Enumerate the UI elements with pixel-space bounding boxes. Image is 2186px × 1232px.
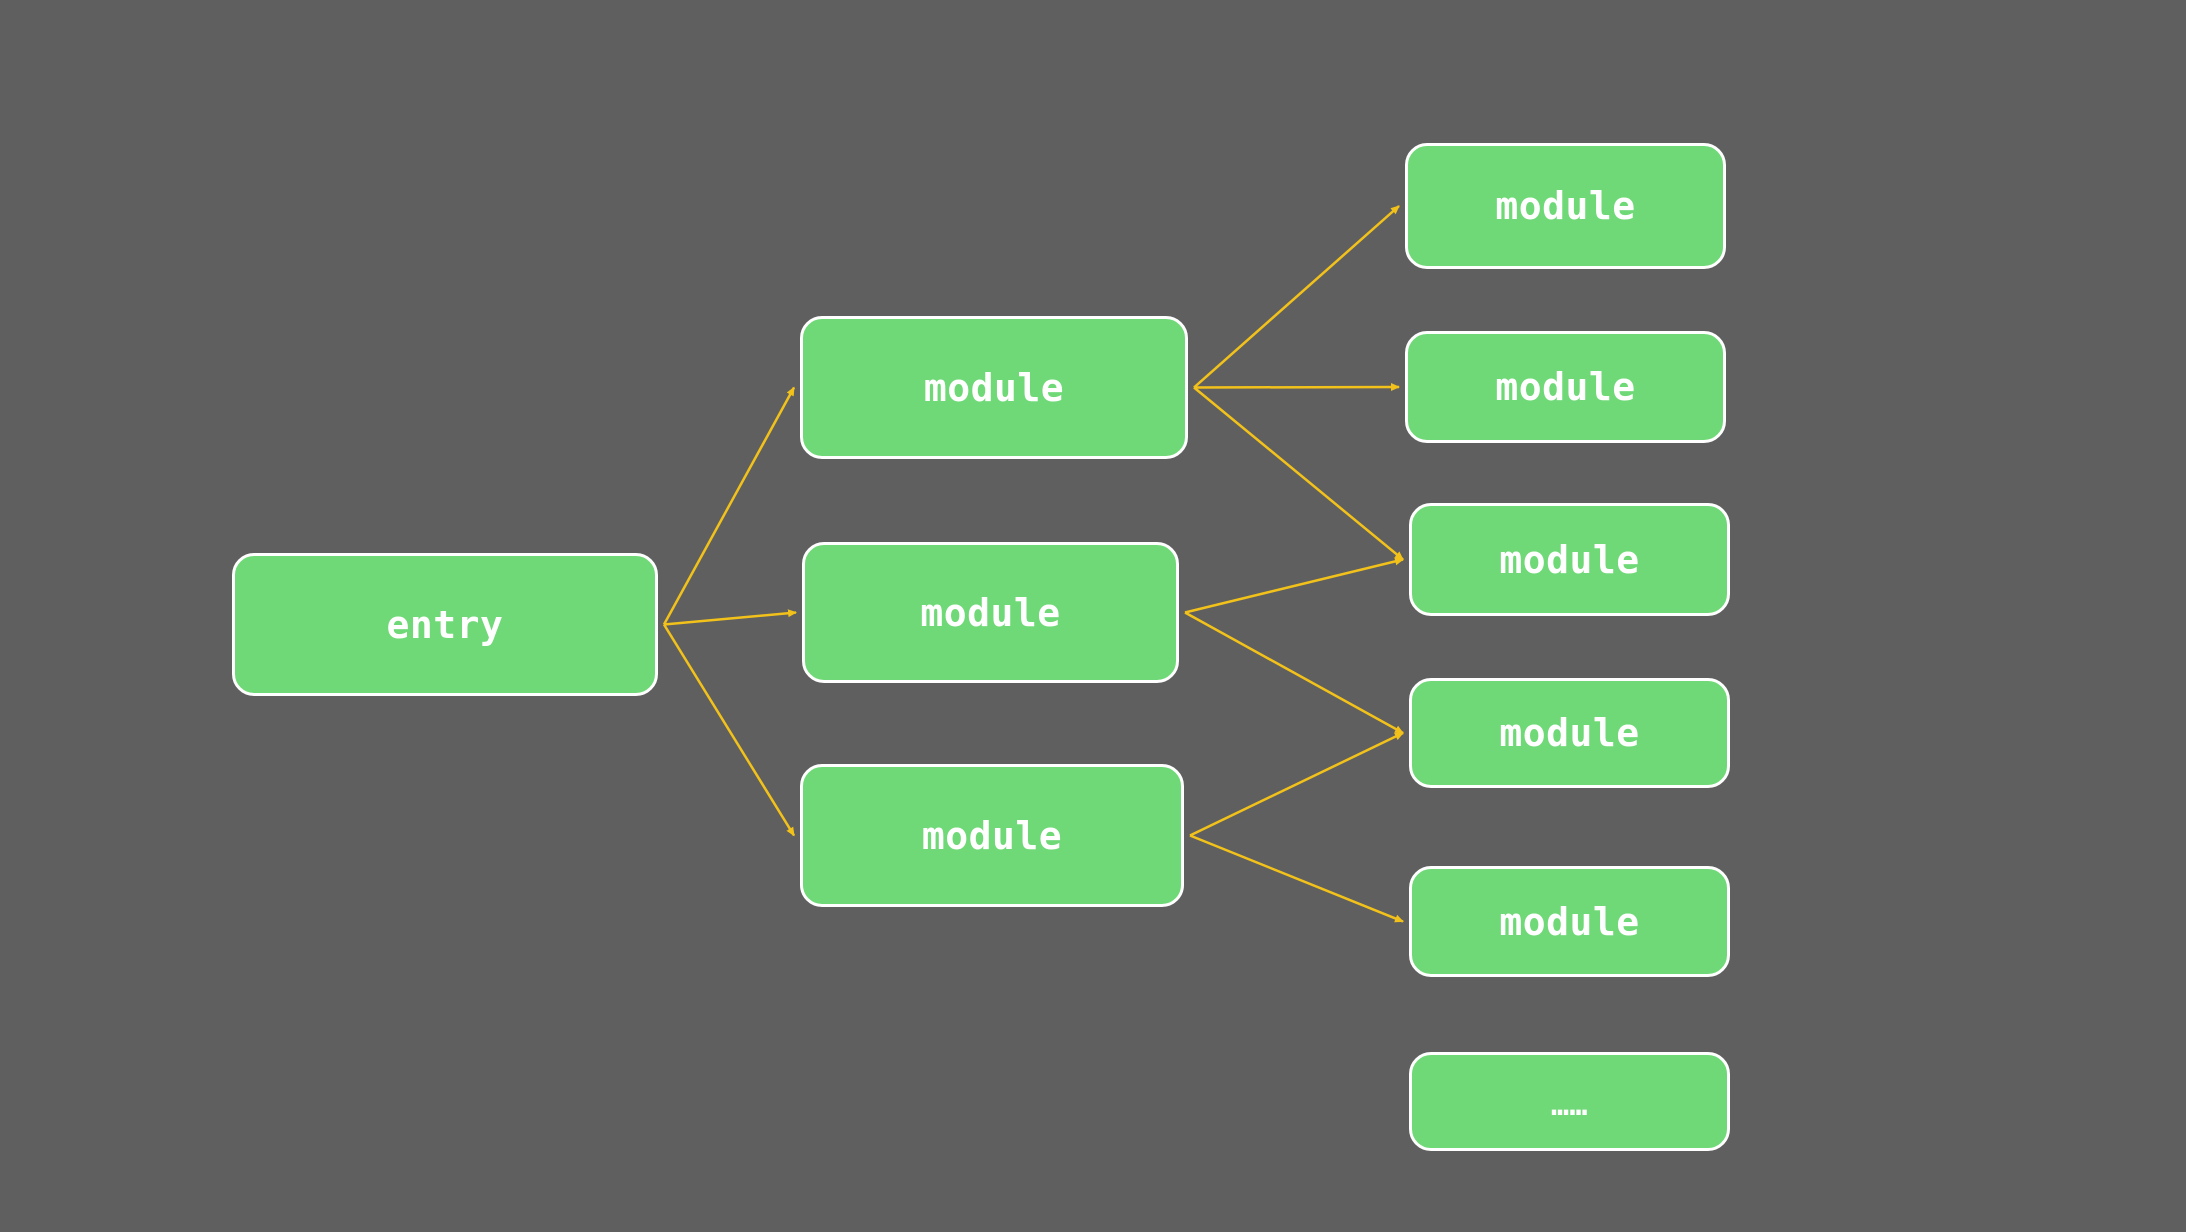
more-modules-label: …… [1550, 1087, 1589, 1123]
module-node-level2-2: module [1405, 331, 1726, 443]
edge-arrow-entry-to-mod_l1_c [662, 623, 796, 837]
module-node-label: module [920, 590, 1061, 635]
module-node-level1-middle: module [802, 542, 1179, 683]
entry-node-label: entry [386, 602, 504, 647]
module-node-label: module [1495, 365, 1636, 409]
entry-node: entry [232, 553, 658, 696]
edge-arrow-mod_l1_b-to-mod_l2_4 [1184, 611, 1404, 735]
edge-arrow-mod_l1_a-to-mod_l2_3 [1193, 386, 1404, 561]
edge-arrow-mod_l1_c-to-mod_l2_4 [1189, 731, 1404, 837]
module-node-level2-5: module [1409, 866, 1730, 977]
module-node-label: module [923, 365, 1065, 410]
edge-arrow-mod_l1_a-to-mod_l2_2 [1193, 383, 1400, 392]
module-node-level1-bottom: module [800, 764, 1184, 907]
edge-arrow-entry-to-mod_l1_a [662, 386, 796, 626]
edge-arrow-mod_l1_b-to-mod_l2_3 [1184, 557, 1404, 614]
module-node-label: module [921, 813, 1063, 858]
module-node-label: module [1499, 537, 1640, 582]
edge-arrow-mod_l1_c-to-mod_l2_5 [1189, 834, 1404, 923]
module-node-label: module [1499, 711, 1640, 755]
module-node-level2-3: module [1409, 503, 1730, 616]
module-node-label: module [1495, 184, 1636, 228]
edge-arrow-mod_l1_a-to-mod_l2_1 [1193, 205, 1400, 389]
module-node-level1-top: module [800, 316, 1188, 459]
module-node-label: module [1499, 899, 1640, 944]
more-modules-node: …… [1409, 1052, 1730, 1151]
module-node-level2-4: module [1409, 678, 1730, 788]
module-node-level2-1: module [1405, 143, 1726, 269]
edge-arrow-entry-to-mod_l1_b [663, 609, 797, 626]
